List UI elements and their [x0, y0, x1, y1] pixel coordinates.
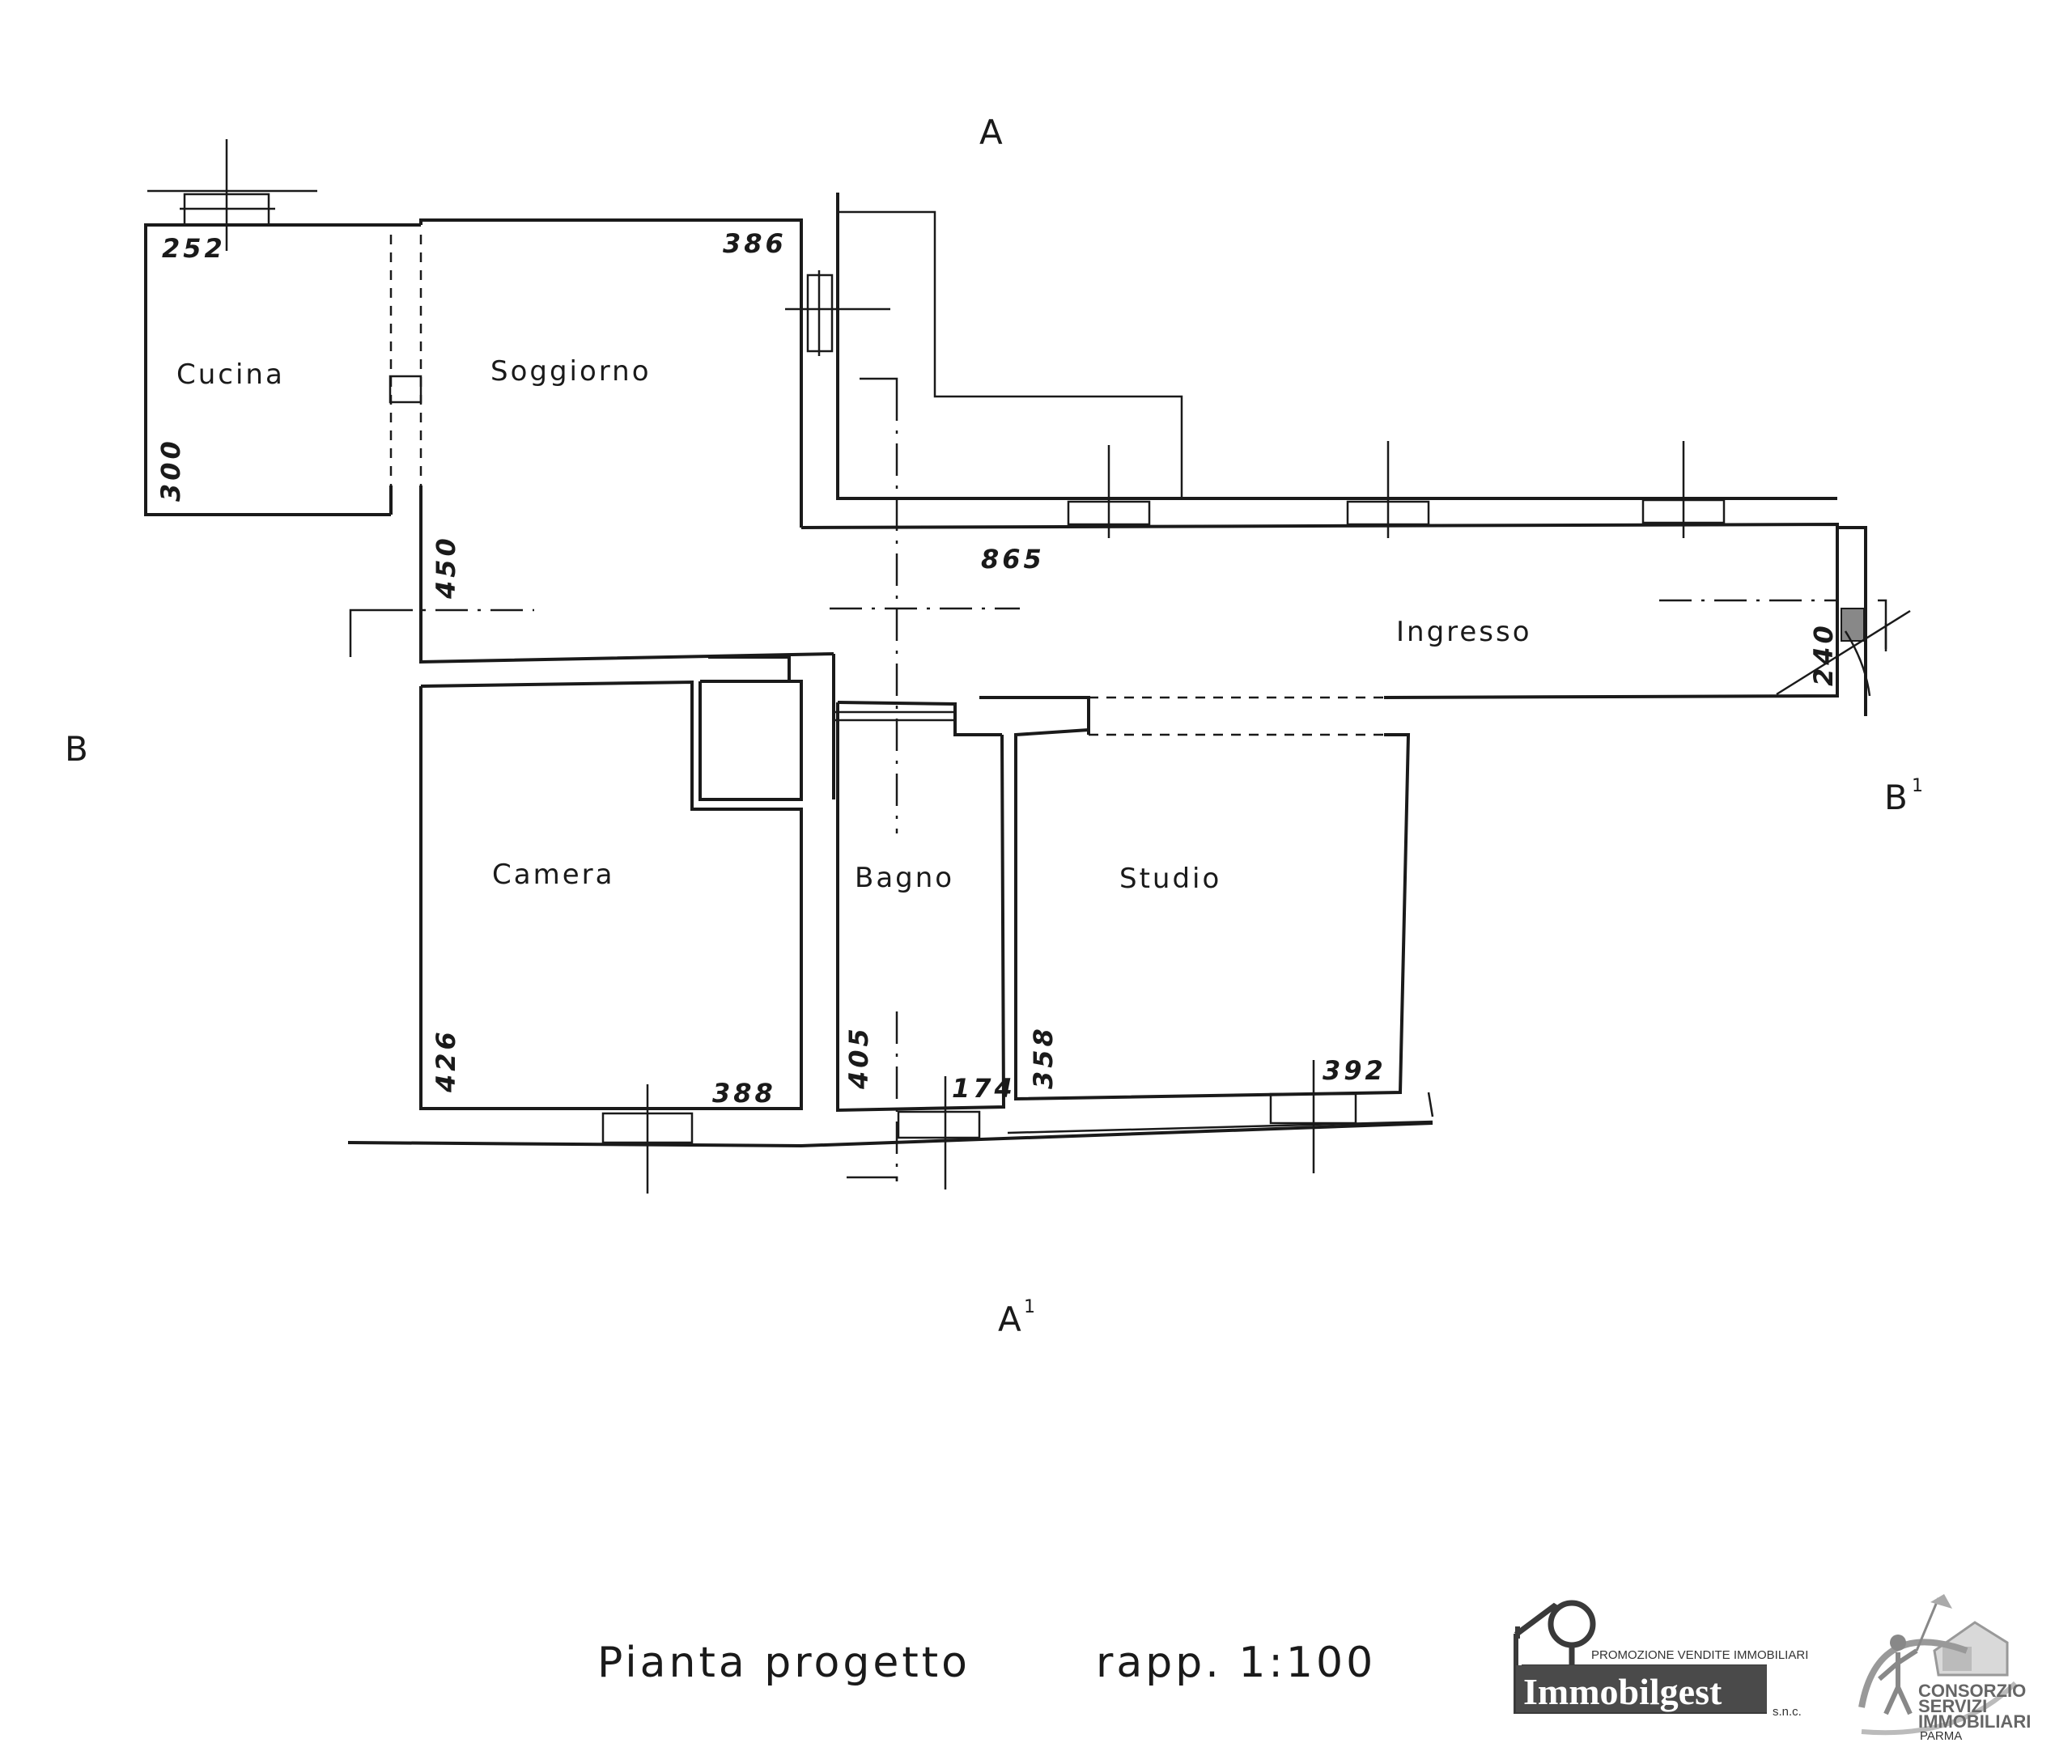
- window-ingresso-1: [1067, 445, 1151, 538]
- room-label-ingresso: Ingresso: [1396, 616, 1532, 648]
- window-ingresso-2: [1346, 441, 1430, 538]
- room-label-soggiorno: Soggiorno: [490, 355, 652, 388]
- ingresso-walls: [800, 497, 1867, 736]
- dim-studio-width: 392: [1323, 1055, 1386, 1086]
- dim-bagno-height: 405: [843, 1025, 874, 1090]
- window-bagno: [897, 1076, 981, 1189]
- section-marker-a1-prime: 1: [1024, 1297, 1035, 1317]
- window-ingresso-3: [1641, 441, 1726, 538]
- dim-ingresso-width: 865: [981, 544, 1045, 575]
- window-studio: [1269, 1060, 1357, 1173]
- upper-block-walls: [838, 210, 1183, 498]
- room-label-bagno: Bagno: [855, 862, 954, 894]
- bagno-walls: [834, 701, 1006, 1113]
- room-label-camera: Camera: [492, 859, 614, 891]
- dim-bagno-width: 174: [952, 1073, 1016, 1104]
- consorzio-line-3: IMMOBILIARI: [1918, 1711, 2031, 1732]
- consorzio-line-2: SERVIZI: [1918, 1696, 1987, 1716]
- soggiorno-walls: [419, 193, 1182, 664]
- dim-cucina-width: 252: [162, 233, 226, 264]
- section-marker-a1: A: [998, 1300, 1021, 1339]
- dim-cucina-height: 300: [155, 438, 186, 502]
- section-marker-a: A: [979, 112, 1003, 152]
- consorzio-line-4: PARMA: [1920, 1729, 1962, 1743]
- section-marker-b: B: [65, 729, 88, 769]
- dim-studio-height: 358: [1028, 1025, 1059, 1089]
- room-label-studio: Studio: [1119, 863, 1221, 895]
- camera-walls: [419, 654, 835, 1110]
- window-cucina: [147, 139, 317, 251]
- dim-soggiorno-height: 450: [431, 535, 461, 600]
- caption-scale: rapp. 1:100: [1096, 1639, 1376, 1687]
- section-axis-b: [349, 599, 1887, 657]
- dim-ingresso-height: 240: [1808, 622, 1839, 686]
- immobilgest-tagline: PROMOZIONE VENDITE IMMOBILIARI: [1591, 1648, 1808, 1662]
- consorzio-line-1: CONSORZIO: [1918, 1681, 2026, 1701]
- immobilgest-name: Immobilgest: [1523, 1671, 1722, 1712]
- consorzio-logo: CONSORZIO SERVIZI IMMOBILIARI PARMA: [1858, 1594, 2031, 1743]
- section-marker-b1: B: [1884, 778, 1908, 817]
- exterior-bottom-wall: [347, 1092, 1434, 1148]
- immobilgest-logo: PROMOZIONE VENDITE IMMOBILIARI Immobilge…: [1514, 1600, 1808, 1719]
- section-marker-b1-prime: 1: [1912, 776, 1923, 796]
- dim-camera-height: 426: [431, 1028, 461, 1093]
- immobilgest-suffix: s.n.c.: [1773, 1705, 1802, 1719]
- dim-soggiorno-width: 386: [723, 228, 787, 259]
- section-axis-a: [847, 377, 898, 1181]
- room-label-cucina: Cucina: [176, 358, 285, 391]
- window-camera: [601, 1084, 694, 1194]
- window-soggiorno: [785, 270, 890, 356]
- dim-camera-width: 388: [712, 1078, 776, 1109]
- caption-title: Pianta progetto: [597, 1639, 970, 1687]
- studio-walls: [979, 696, 1411, 1101]
